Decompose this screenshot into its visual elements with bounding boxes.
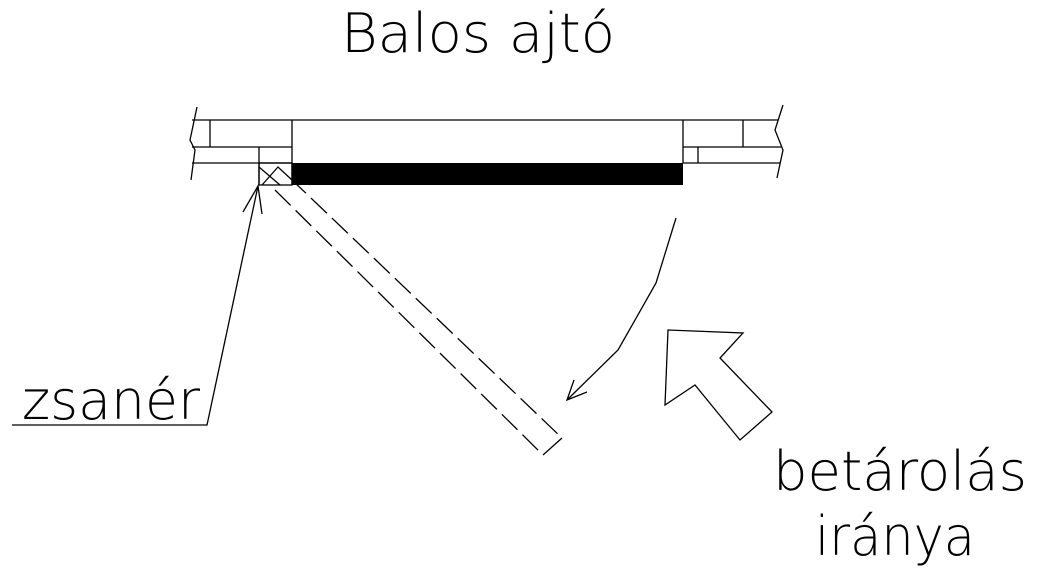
door-end-cap	[542, 437, 563, 456]
hinge-label: zsanér	[22, 369, 201, 432]
diagram-title: Balos ajtó	[341, 2, 615, 65]
direction-label-line1: betárolás	[773, 440, 1027, 503]
direction-arrow-icon	[664, 329, 773, 441]
hinge-leader	[12, 184, 263, 426]
open-door-outline	[274, 177, 563, 456]
right-wall	[682, 104, 784, 179]
left-wall	[189, 106, 293, 185]
swing-arrow-icon	[565, 217, 677, 402]
direction-label-line2: iránya	[815, 505, 975, 568]
hinge-block	[258, 162, 293, 186]
closed-door-leaf	[292, 163, 683, 185]
